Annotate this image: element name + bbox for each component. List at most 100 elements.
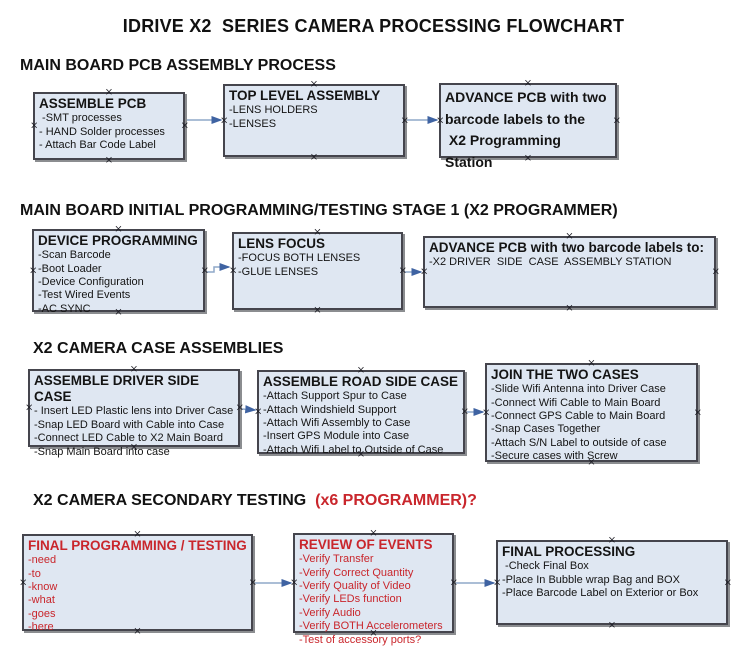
- connection-anchor-icon: ×: [711, 266, 720, 278]
- flow-box-item: -Attach Windshield Support: [263, 403, 397, 416]
- connection-anchor-icon: ×: [460, 406, 469, 418]
- flow-box-assemble-road-side-case: ASSEMBLE ROAD SIDE CASE-Attach Support S…: [254, 366, 469, 460]
- flow-box-review-of-events: REVIEW OF EVENTS-Verify Transfer-Verify …: [290, 529, 458, 646]
- connection-anchor-icon: ×: [398, 265, 407, 277]
- flow-box-final-processing: FINAL PROCESSING -Check Final Box-Place …: [493, 536, 732, 631]
- flow-box-item: -what: [28, 594, 55, 607]
- flow-box-title: ADVANCE PCB with two barcode labels to:: [429, 240, 705, 255]
- flow-box-item: -AC SYNC: [38, 302, 91, 315]
- flow-box-item: -GLUE LENSES: [238, 265, 319, 278]
- connection-anchor-icon: ×: [220, 115, 229, 126]
- flow-box-item: -Attach Wifi Label to Outside of Case: [263, 443, 444, 456]
- connection-anchor-icon: ×: [29, 265, 38, 276]
- connection-anchor-icon: ×: [400, 115, 409, 126]
- connection-anchor-icon: ×: [723, 577, 732, 588]
- section-header-main-board-initial-programming-testing-s: MAIN BOARD INITIAL PROGRAMMING/TESTING S…: [20, 202, 618, 220]
- flow-box-item: -X2 DRIVER SIDE CASE ASSEMBLY STATION: [429, 256, 672, 269]
- flow-box-assemble-pcb: ASSEMBLE PCB -SMT processes- HAND Solder…: [30, 88, 189, 166]
- flow-box-item: -Connect LED Cable to X2 Main Board: [34, 432, 223, 445]
- flow-box-item: -Connect GPS Cable to Main Board: [491, 410, 666, 422]
- flow-box-item: -Device Configuration: [38, 276, 144, 288]
- flow-box-item: -Verify Correct Quantity: [299, 566, 414, 579]
- flow-box-item: -Place Barcode Label on Exterior or Box: [502, 587, 699, 599]
- section-header-main-board-pcb-assembly-process: MAIN BOARD PCB ASSEMBLY PROCESS: [20, 57, 336, 75]
- flow-box-item: -know: [28, 581, 58, 593]
- flow-box-advance-pcb-with-two-barcode-labels-to: ADVANCE PCB with two barcode labels to:-…: [420, 232, 720, 314]
- flow-box-item: -goes: [28, 607, 56, 620]
- flow-box-item: - HAND Solder processes: [39, 125, 165, 138]
- connection-anchor-icon: ×: [607, 620, 617, 631]
- section-header-x2-camera-secondary-testing: X2 CAMERA SECONDARY TESTING (x6 PROGRAMM…: [33, 492, 477, 510]
- connection-anchor-icon: ×: [565, 303, 574, 314]
- flow-box-item: -Test of accessory ports?: [299, 633, 422, 646]
- connection-anchor-icon: ×: [313, 305, 322, 316]
- flow-box-title: ASSEMBLE PCB: [39, 96, 147, 111]
- flow-box-title: TOP LEVEL ASSEMBLY: [229, 88, 381, 103]
- connection-anchor-icon: ×: [180, 120, 189, 132]
- flow-box-title: ASSEMBLE ROAD SIDE CASE: [263, 374, 459, 389]
- connection-anchor-icon: ×: [449, 577, 458, 589]
- flow-box-title: FINAL PROCESSING: [502, 544, 636, 559]
- flow-box-item: -Test Wired Events: [38, 289, 131, 302]
- flow-box-assemble-driver-side-case: ASSEMBLE DRIVER SIDE CASE- Insert LED Pl…: [25, 365, 244, 458]
- connection-anchor-icon: ×: [309, 152, 319, 163]
- connection-anchor-icon: ×: [693, 407, 702, 418]
- connection-anchor-icon: ×: [104, 155, 114, 166]
- flow-box-item: -Insert GPS Module into Case: [263, 430, 410, 443]
- flow-box-item: -here: [28, 621, 54, 634]
- connection-anchor-icon: ×: [612, 115, 621, 126]
- flow-box-item: -Verify BOTH Accelerometers: [299, 620, 443, 633]
- flow-box-item: -Verify Audio: [299, 606, 361, 619]
- flow-box-item: - Attach Bar Code Label: [39, 139, 156, 151]
- flow-box-item: -Verify LEDs function: [299, 593, 402, 606]
- connection-anchor-icon: ×: [30, 120, 39, 132]
- flow-box-item: -to: [28, 567, 41, 580]
- flow-arrow: [206, 262, 231, 273]
- flow-box-item: -Snap Cases Together: [491, 423, 601, 436]
- flow-box-item: -need: [28, 554, 57, 567]
- flow-box-title: ASSEMBLE DRIVER SIDE CASE: [34, 373, 203, 405]
- flow-box-item: -FOCUS BOTH LENSES: [238, 252, 361, 265]
- connection-anchor-icon: ×: [19, 577, 28, 588]
- flow-box-title: REVIEW OF EVENTS: [299, 537, 433, 552]
- section-header-x2-camera-case-assemblies: X2 CAMERA CASE ASSEMBLIES: [33, 340, 283, 358]
- flow-box-item: -Attach Wifi Assembly to Case: [263, 417, 411, 429]
- section-header-text: MAIN BOARD PCB ASSEMBLY PROCESS: [20, 57, 336, 74]
- flow-box-final-programming-testing: FINAL PROGRAMMING / TESTING-need-to-know…: [19, 530, 257, 637]
- flow-box-device-programming: DEVICE PROGRAMMING-Scan Barcode-Boot Loa…: [29, 225, 209, 318]
- flow-box-item: -Snap LED Board with Cable into Case: [34, 418, 225, 431]
- connection-anchor-icon: ×: [200, 265, 209, 276]
- flow-box-item: -LENS HOLDERS: [229, 104, 318, 117]
- section-header-text: X2 CAMERA SECONDARY TESTING: [33, 492, 316, 509]
- flow-box-item: - Insert LED Plastic lens into Driver Ca…: [34, 405, 234, 418]
- flow-box-title: DEVICE PROGRAMMING: [38, 233, 198, 248]
- flow-box-title: JOIN THE TWO CASES: [491, 367, 639, 382]
- flow-box-join-the-two-cases: JOIN THE TWO CASES-Slide Wifi Antenna in…: [482, 359, 702, 468]
- flow-box-item: -Place In Bubble wrap Bag and BOX: [502, 573, 680, 586]
- flow-box-title: ADVANCE PCB with two barcode labels to t…: [445, 89, 607, 171]
- section-header-text: MAIN BOARD INITIAL PROGRAMMING/TESTING S…: [20, 202, 618, 219]
- flow-box-advance-pcb-with-two-barcode-labels-to-t: ADVANCE PCB with two barcode labels to t…: [436, 79, 621, 171]
- flow-box-top-level-assembly: TOP LEVEL ASSEMBLY-LENS HOLDERS-LENSES××…: [220, 80, 409, 163]
- connection-anchor-icon: ×: [290, 577, 299, 589]
- flow-box-item: -Attach S/N Label to outside of case: [491, 436, 667, 449]
- flow-box-title: FINAL PROGRAMMING / TESTING: [28, 538, 247, 553]
- flow-box-item: -Slide Wifi Antenna into Driver Case: [491, 383, 666, 396]
- connection-anchor-icon: ×: [254, 406, 263, 418]
- connection-anchor-icon: ×: [436, 115, 445, 126]
- page-title: IDRIVE X2 SERIES CAMERA PROCESSING FLOWC…: [122, 16, 625, 36]
- flow-box-item: -Check Final Box: [502, 560, 589, 573]
- section-header-text: X2 CAMERA CASE ASSEMBLIES: [33, 340, 284, 357]
- flow-box-item: -LENSES: [229, 117, 277, 130]
- flow-box-item: -Snap Main Board into case: [34, 445, 170, 458]
- flow-box-title: LENS FOCUS: [238, 236, 326, 251]
- connection-anchor-icon: ×: [420, 266, 429, 278]
- connection-anchor-icon: ×: [248, 577, 257, 588]
- connection-anchor-icon: ×: [229, 265, 238, 277]
- flow-box-item: -Boot Loader: [38, 262, 102, 275]
- flow-box-lens-focus: LENS FOCUS-FOCUS BOTH LENSES-GLUE LENSES…: [229, 228, 407, 316]
- connection-anchor-icon: ×: [25, 402, 34, 414]
- connection-anchor-icon: ×: [493, 577, 502, 588]
- flow-box-item: -Attach Support Spur to Case: [263, 390, 407, 403]
- connection-anchor-icon: ×: [235, 402, 244, 414]
